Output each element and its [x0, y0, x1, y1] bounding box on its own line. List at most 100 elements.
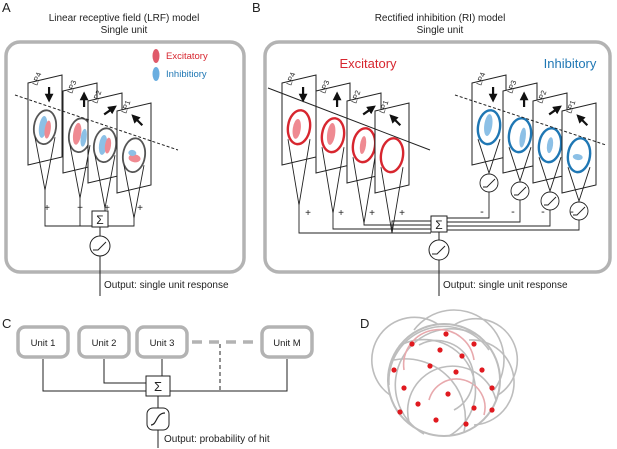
unit-node — [427, 363, 433, 369]
panel-b-subtitle: Single unit — [417, 25, 464, 36]
unit-node — [433, 417, 439, 423]
rectifier-icon — [510, 181, 530, 201]
unit-box-2: Unit 2 — [77, 325, 131, 359]
unit-2-label: Unit 2 — [92, 338, 117, 349]
exc-layer-frame-lp4: LP4 — [281, 71, 317, 166]
plus-sign: + — [338, 208, 344, 219]
direction-arrow-icon — [362, 105, 376, 116]
unit-node — [471, 405, 477, 411]
panel-a-frame — [4, 40, 246, 274]
sigmoid-icon — [146, 407, 170, 431]
unit-network-sphere — [371, 309, 519, 437]
layer-label: LP3 — [318, 79, 331, 95]
unit-node — [489, 407, 495, 413]
legend-inhibitory-swatch — [152, 67, 160, 81]
unit-1-label: Unit 1 — [31, 338, 56, 349]
direction-arrow-icon — [548, 105, 562, 116]
plus-sign: + — [305, 208, 311, 219]
exc-layer-frame-lp2: LP2 — [346, 89, 382, 184]
layer-frame-lp4: LP4 — [27, 71, 63, 166]
unit-node — [397, 409, 403, 415]
direction-arrow-icon — [389, 114, 402, 127]
panel-d: D — [360, 309, 519, 437]
unit-3-label: Unit 3 — [150, 338, 175, 349]
panel-b-frame — [263, 40, 612, 274]
unit-node — [459, 353, 465, 359]
legend-excitatory-label: Excitatory — [166, 51, 208, 62]
rectifier-icon — [428, 239, 450, 261]
panel-a-subtitle: Single unit — [101, 25, 148, 36]
plus-sign: + — [399, 208, 405, 219]
layer-label: LP4 — [474, 71, 487, 87]
panel-d-letter: D — [360, 316, 369, 331]
legend-inhibitory-label: Inhibitiory — [166, 69, 207, 80]
unit-node — [489, 385, 495, 391]
direction-arrow-icon — [103, 105, 117, 116]
unit-box-1: Unit 1 — [16, 325, 70, 359]
layer-label: LP4 — [30, 71, 43, 87]
unit-box-3: Unit 3 — [135, 325, 189, 359]
inh-layer-frame-lp4: LP4 — [471, 71, 507, 166]
plus-sign: + — [137, 203, 143, 214]
unit-node — [453, 369, 459, 375]
plus-sign: + — [77, 203, 83, 214]
layer-frame-lp1: LP1 — [116, 99, 152, 194]
inh-layer-frame-lp1: LP1 — [561, 99, 597, 194]
unit-node — [415, 401, 421, 407]
legend-excitatory-swatch — [152, 49, 160, 63]
plus-sign: + — [369, 208, 375, 219]
panel-a-sum-symbol: Σ — [96, 213, 103, 227]
plus-sign: + — [104, 203, 110, 214]
unit-node — [463, 421, 469, 427]
layer-label: LP4 — [284, 71, 297, 87]
unit-box-m: Unit M — [260, 325, 314, 359]
direction-arrow-icon — [131, 114, 144, 127]
panel-b-sum-symbol: Σ — [435, 218, 442, 232]
panel-a: A Linear receptive field (LRF) model Sin… — [2, 0, 246, 296]
panel-c-letter: C — [2, 316, 11, 331]
layer-label: LP2 — [349, 89, 362, 105]
direction-arrow-icon — [576, 114, 589, 127]
panel-a-title: Linear receptive field (LRF) model — [49, 13, 200, 24]
minus-sign: - — [541, 206, 545, 218]
exc-layer-frame-lp1: LP1 — [374, 99, 410, 194]
layer-label: LP3 — [65, 79, 78, 95]
unit-node — [471, 341, 477, 347]
layer-label: LP1 — [377, 99, 390, 115]
unit-node — [401, 385, 407, 391]
inhibitory-heading: Inhibitory — [544, 56, 597, 71]
panel-a-output-label: Output: single unit response — [104, 280, 229, 291]
panel-c-sum-symbol: Σ — [154, 379, 162, 394]
unit-node — [479, 367, 485, 373]
rectifier-icon — [89, 235, 111, 257]
minus-sign: - — [480, 206, 484, 218]
panel-b: B Rectified inhibition (RI) model Single… — [252, 0, 612, 296]
layer-label: LP2 — [90, 89, 103, 105]
layer-label: LP2 — [535, 89, 548, 105]
panel-b-title: Rectified inhibition (RI) model — [375, 13, 506, 24]
receptive-field-ellipse — [507, 117, 533, 154]
layer-label: LP3 — [505, 79, 518, 95]
excitatory-heading: Excitatory — [339, 56, 397, 71]
panel-c: C Unit 1 Unit 2 Unit 3 Unit M Σ — [2, 316, 314, 448]
panel-c-output-label: Output: probability of hit — [164, 434, 270, 445]
inh-layer-frame-lp2: LP2 — [532, 89, 568, 184]
inh-layer-frame-lp3: LP3 — [502, 79, 538, 174]
exc-layer-frame-lp3: LP3 — [315, 79, 351, 174]
minus-sign: - — [570, 206, 574, 218]
plus-sign: + — [44, 203, 50, 214]
minus-sign: - — [511, 206, 515, 218]
unit-node — [391, 367, 397, 373]
rectifier-icon — [479, 173, 499, 193]
panel-b-output-label: Output: single unit response — [443, 280, 568, 291]
panel-b-letter: B — [252, 0, 261, 15]
layer-label: LP1 — [119, 99, 132, 115]
panel-a-letter: A — [2, 0, 11, 15]
unit-node — [443, 331, 449, 337]
layer-label: LP1 — [564, 99, 577, 115]
unit-node — [445, 391, 451, 397]
